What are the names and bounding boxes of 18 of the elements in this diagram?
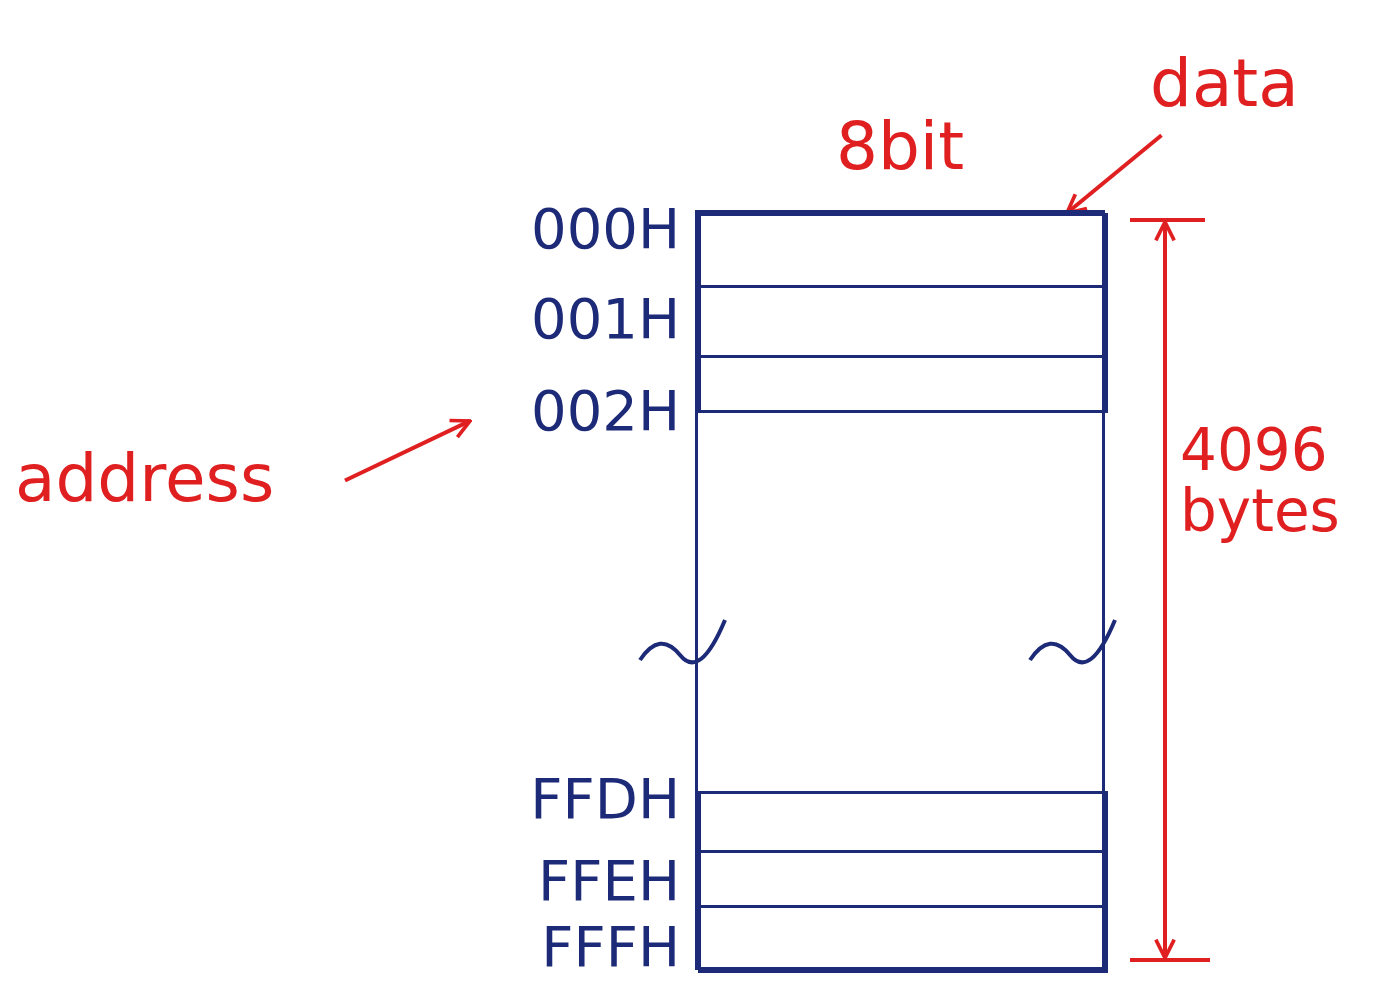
- address-label: 002H: [470, 378, 680, 444]
- memory-block: [695, 210, 1105, 970]
- memory-cell: [698, 355, 1108, 413]
- address-label: 001H: [530, 290, 680, 353]
- memory-cell: [698, 285, 1108, 358]
- memory-cell: [698, 791, 1108, 853]
- arrow: [344, 418, 472, 483]
- memory-cell: [698, 905, 1108, 973]
- address-label: FFFH: [540, 918, 680, 981]
- width-label: 8bit: [834, 112, 966, 187]
- address-caption: address: [15, 440, 345, 530]
- address-label: FFDH: [529, 770, 680, 833]
- address-label: 000H: [530, 200, 680, 263]
- memory-cell: [698, 213, 1108, 288]
- size-label: 4096 bytes: [1180, 420, 1341, 547]
- data-label: data: [1150, 45, 1380, 140]
- memory-cell: [698, 850, 1108, 908]
- address-label: FFEH: [537, 852, 680, 915]
